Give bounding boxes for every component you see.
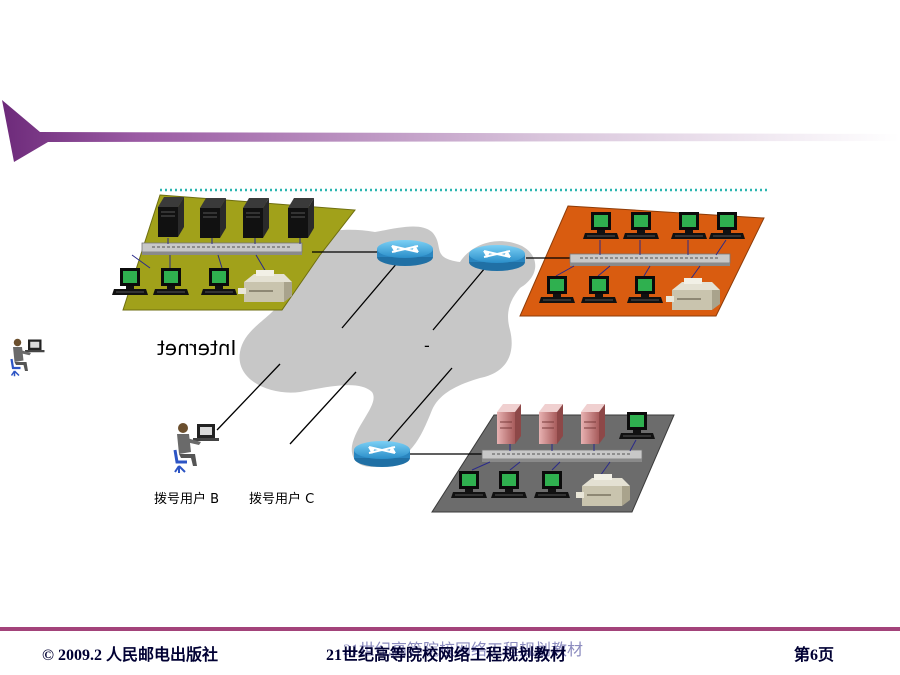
user-b-label: 拨号用户 B (154, 492, 220, 507)
server-red-icon (496, 403, 522, 445)
server-red-icon (580, 403, 606, 445)
lan-yellow-devices (111, 196, 315, 302)
user-at-computer-icon (10, 337, 46, 378)
user-at-computer-icon (173, 421, 221, 475)
footer-series-title: 21世纪高等院校网络工程规划教材 (326, 647, 567, 664)
network-links (216, 251, 570, 455)
title-banner (2, 100, 900, 162)
lan-gray-devices (450, 403, 656, 506)
server-tower-icon (157, 196, 185, 238)
server-tower-icon (199, 197, 227, 239)
hub-switch-icon (569, 253, 731, 267)
footer-publisher: © 2009.2 人民邮电出版社 (42, 647, 218, 664)
hub-switch-icon (481, 449, 643, 463)
cloud-label: Internet (157, 336, 237, 360)
footer-series-title-shadow: 21世纪高等院校网络工程规划教材 (343, 642, 584, 659)
footer-page-number: 第6页 (794, 647, 835, 664)
internet-cloud (239, 226, 536, 467)
footer-rule (0, 627, 900, 631)
hub-switch-icon (141, 242, 303, 256)
server-red-icon (538, 403, 564, 445)
lan-orange-devices (538, 211, 746, 310)
user-c-label: 拨号用户 C (249, 492, 315, 507)
router-icon (376, 239, 434, 267)
server-tower-icon (287, 197, 315, 239)
router-icon (468, 244, 526, 272)
cloud-mark: - (424, 336, 430, 355)
server-tower-icon (242, 197, 270, 239)
router-icon (353, 440, 411, 468)
